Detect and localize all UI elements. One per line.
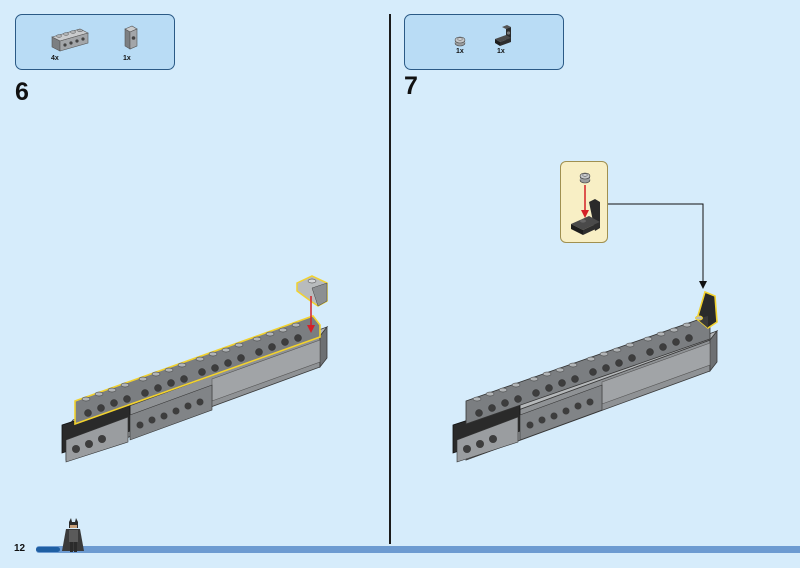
step-divider — [389, 14, 391, 544]
bracket-1x1-icon — [124, 25, 138, 50]
footer-bar — [36, 546, 800, 553]
step-number: 6 — [15, 78, 29, 106]
batman-figure-icon — [62, 518, 84, 552]
round-plate-1x1-icon — [454, 36, 466, 47]
step-7-assembly-illustration — [452, 203, 719, 463]
part-qty: 1x — [123, 55, 131, 62]
part-qty: 1x — [456, 48, 464, 55]
step-6-parts-box: 4x 1x — [15, 14, 175, 70]
sub-assembly-callout — [560, 161, 608, 243]
part-qty: 4x — [51, 55, 59, 62]
part-qty: 1x — [497, 48, 505, 55]
bracket-black-icon — [495, 25, 511, 46]
footer-bar-accent — [36, 547, 60, 552]
page-number: 12 — [14, 543, 26, 554]
step-7-parts-box: 1x 1x — [404, 14, 564, 70]
step-number: 7 — [404, 72, 418, 100]
sub-assembly-icon — [571, 172, 600, 235]
brick-1x4-with-side-studs-icon — [51, 28, 89, 52]
step-6-assembly-illustration — [61, 275, 329, 463]
